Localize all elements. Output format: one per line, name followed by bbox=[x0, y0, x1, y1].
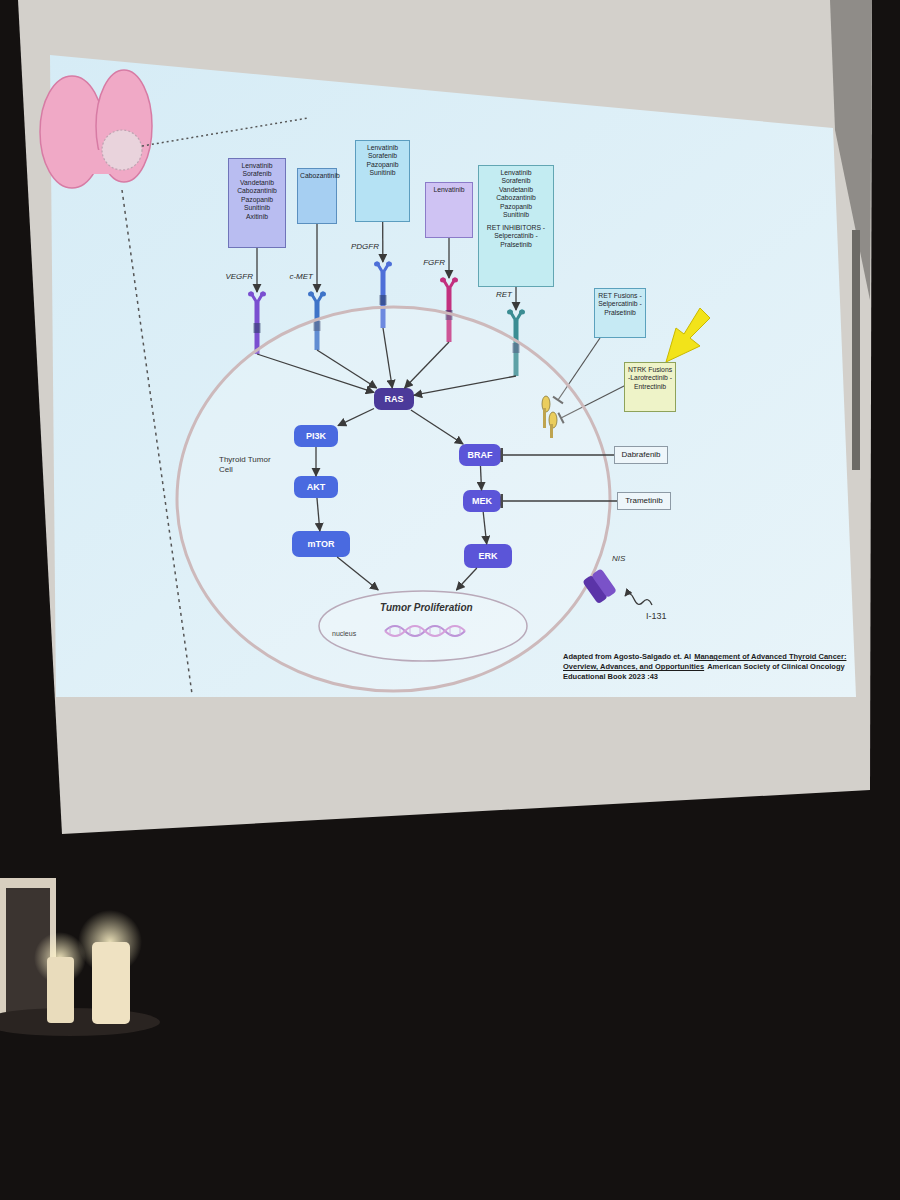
nucleus-outline bbox=[318, 590, 528, 662]
protein-name: ERK bbox=[478, 551, 497, 561]
zoom-line bbox=[142, 118, 308, 146]
drug-box: Cabozantinib bbox=[297, 168, 337, 224]
arrow-connector bbox=[456, 568, 476, 590]
receptor-label: FGFR bbox=[423, 258, 445, 267]
drug-name: Lenvatinib Sorafenib Pazopanib Sunitinib bbox=[358, 144, 407, 178]
signal-protein: PI3K bbox=[294, 425, 338, 447]
isotope-label: I-131 bbox=[646, 611, 667, 621]
protein-name: mTOR bbox=[308, 539, 335, 549]
nucleus-title: Tumor Proliferation bbox=[380, 602, 473, 613]
arrow-connector bbox=[383, 328, 392, 388]
tumor-cell: Thyroid Tumor Cell RAS PI3K BRAF AKT MEK mTOR E… bbox=[175, 305, 612, 693]
citation-text: Adapted from Agosto-Salgado et. Al bbox=[563, 652, 691, 661]
inhibitor-name: Dabrafenib bbox=[615, 447, 667, 463]
drug-box: Lenvatinib bbox=[425, 182, 473, 238]
candle bbox=[92, 942, 130, 1024]
arrow-connector bbox=[414, 376, 516, 395]
table-top bbox=[0, 1008, 160, 1036]
signal-protein: RAS bbox=[374, 388, 414, 410]
arrow-connector bbox=[257, 354, 374, 392]
screen-post bbox=[852, 230, 860, 470]
signal-protein: MEK bbox=[463, 490, 501, 512]
signal-protein: AKT bbox=[294, 476, 338, 498]
receptor-label: RET bbox=[496, 290, 512, 299]
receptor-label: VEGFR bbox=[225, 272, 253, 281]
drug-name: NTRK Fusions -Larotrectinib -Entrectinib bbox=[627, 366, 673, 391]
protein-name: PI3K bbox=[306, 431, 326, 441]
symporter-icon bbox=[582, 566, 618, 606]
nucleus-label: nucleus bbox=[332, 630, 356, 637]
receptor-label: PDGFR bbox=[351, 242, 379, 251]
inhibition-connector bbox=[501, 500, 617, 501]
citation-block: Adapted from Agosto-Salgado et. AlManage… bbox=[563, 652, 855, 682]
protein-name: MEK bbox=[472, 496, 492, 506]
arrow-connector bbox=[382, 222, 383, 262]
inhibition-connector bbox=[501, 454, 614, 455]
signal-protein: ERK bbox=[464, 544, 512, 568]
receptor-label: c-MET bbox=[289, 272, 313, 281]
cell-label: Thyroid Tumor Cell bbox=[219, 455, 281, 475]
nis-symporter: NIS bbox=[582, 566, 618, 606]
drug-box: Lenvatinib Sorafenib Pazopanib Sunitinib bbox=[355, 140, 410, 222]
drug-box: Lenvatinib Sorafenib Vandetanib Cabozant… bbox=[478, 165, 554, 287]
arrow-connector bbox=[448, 238, 449, 278]
arrow-connector bbox=[338, 408, 374, 425]
inhibitor-box: Dabrafenib bbox=[614, 446, 668, 464]
arrow-connector bbox=[317, 498, 320, 531]
slide-area bbox=[50, 55, 856, 697]
symporter-label: NIS bbox=[612, 554, 625, 563]
highlight-arrow bbox=[666, 308, 710, 362]
signal-protein: BRAF bbox=[459, 444, 501, 466]
radioiodine-arrow bbox=[625, 594, 652, 605]
inhibitor-box: Trametinib bbox=[617, 492, 671, 510]
drug-name: RET Fusions -Selpercatinib -Pralsetinib bbox=[597, 292, 643, 317]
drug-name: Lenvatinib bbox=[428, 186, 470, 194]
zoom-line bbox=[122, 190, 192, 694]
arrow-connector bbox=[480, 466, 481, 490]
drug-name: Lenvatinib Sorafenib Vandetanib Cabozant… bbox=[231, 162, 283, 221]
candle bbox=[47, 957, 74, 1023]
drug-name: RET INHIBITORS -Selpercatinib -Pralsetin… bbox=[481, 224, 551, 249]
arrow-connector bbox=[256, 248, 257, 292]
arrow-connector bbox=[316, 224, 317, 292]
protein-name: RAS bbox=[384, 394, 403, 404]
fusion-drug-box: NTRK Fusions -Larotrectinib -Entrectinib bbox=[624, 362, 676, 412]
arrow-connector bbox=[515, 287, 516, 310]
fusion-drug-box: RET Fusions -Selpercatinib -Pralsetinib bbox=[594, 288, 646, 338]
arrow-connector bbox=[317, 350, 377, 388]
protein-name: AKT bbox=[307, 482, 326, 492]
drug-box: Lenvatinib Sorafenib Vandetanib Cabozant… bbox=[228, 158, 286, 248]
arrow-connector bbox=[483, 512, 486, 544]
drug-name: Cabozantinib bbox=[300, 172, 334, 180]
arrow-connector bbox=[337, 557, 378, 590]
arrow-connector bbox=[411, 410, 463, 444]
arrow-connector bbox=[315, 447, 316, 476]
projection-screen bbox=[18, 0, 872, 834]
signal-protein: mTOR bbox=[292, 531, 350, 557]
arrow-connector bbox=[405, 342, 449, 388]
nucleus-oval: Tumor Proliferation nucleus bbox=[318, 590, 528, 662]
inhibitor-name: Trametinib bbox=[618, 493, 670, 509]
thyroid-illustration bbox=[40, 70, 152, 188]
drug-name: Lenvatinib Sorafenib Vandetanib Cabozant… bbox=[481, 169, 551, 220]
protein-name: BRAF bbox=[468, 450, 493, 460]
